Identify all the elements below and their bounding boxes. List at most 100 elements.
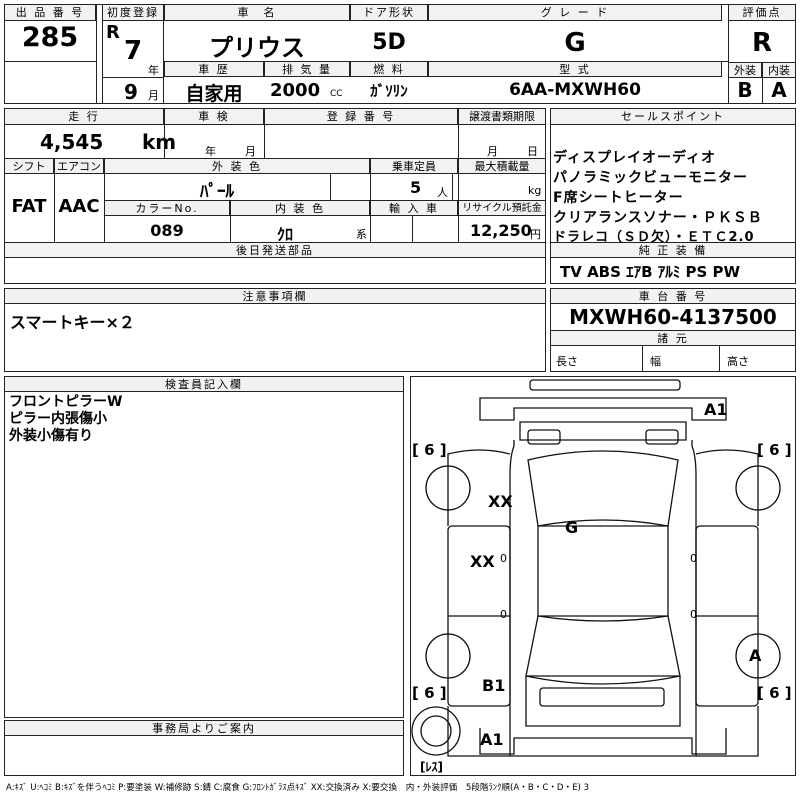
yen-unit: 円: [530, 228, 541, 241]
deadline-day-unit: 日: [527, 145, 538, 158]
mark-a1-top: A1: [704, 400, 728, 419]
notes-label: 注意事項欄: [4, 288, 546, 304]
fuel-label: 燃 料: [350, 61, 428, 77]
car-name: プリウス: [209, 34, 305, 62]
exterior-color: ﾊﾟｰﾙ: [200, 182, 234, 202]
deadline-month-unit: 月: [487, 145, 498, 158]
genuine-equipment-label: 純 正 装 備: [550, 242, 796, 258]
mark-zero: 0: [500, 552, 507, 565]
shift-label: シフト: [4, 158, 54, 174]
max-load-label: 最大積載量: [458, 158, 546, 174]
recycle-label: リサイクル預託金: [458, 200, 546, 216]
capacity: 5: [410, 178, 422, 197]
model-code-label: 型 式: [428, 61, 722, 77]
inspector-notes: フロントピラーW ピラー内張傷小 外装小傷有り: [9, 394, 122, 445]
kg-unit: kg: [528, 184, 542, 197]
sales-point: パノラミックビューモニター: [553, 170, 748, 186]
import-label: 輸 入 車: [370, 200, 458, 216]
inspection-label: 車 検: [164, 108, 264, 125]
mileage-label: 走 行: [4, 108, 164, 125]
car-diagram-box: [410, 376, 796, 776]
history-label: 車 歴: [164, 61, 264, 77]
inspector-note: ピラー内張傷小: [9, 411, 107, 427]
car-name-label: 車 名: [164, 4, 350, 21]
dimensions-label: 諸 元: [550, 330, 796, 346]
mark-a-wheel: A: [749, 646, 762, 665]
month-unit: 月: [148, 89, 159, 102]
chassis-no: MXWH60-4137500: [569, 305, 777, 329]
auction-no: 285: [21, 22, 79, 53]
mark-xx-2: XX: [470, 552, 495, 571]
reg-month: 9: [124, 80, 138, 104]
color-no: 089: [150, 221, 184, 240]
tire-fl: [ 6 ]: [412, 441, 447, 459]
mileage: 4,545: [40, 130, 104, 154]
score-label: 評価点: [728, 4, 796, 21]
sales-point: ドラレコ（ＳＤ欠）・ＥＴＣ2.0: [553, 230, 755, 245]
mark-zero: 0: [690, 552, 697, 565]
sales-point: クリアランスソナー・ＰＫＳＢ: [553, 210, 763, 226]
mark-a1-bottom: A1: [480, 730, 504, 749]
history: 自家用: [185, 83, 243, 105]
mark-zero: 0: [500, 608, 507, 621]
grade: G: [564, 28, 586, 58]
score: R: [751, 28, 773, 58]
legend: A:ｷｽﾞ U:ﾍｺﾐ B:ｷｽﾞを伴うﾍｺﾐ P:要塗装 W:補修跡 S:錆 …: [6, 783, 590, 793]
capacity-label: 乗車定員: [370, 158, 458, 174]
inspection-month-unit: 月: [245, 145, 256, 158]
aircon-label: エアコン: [54, 158, 104, 174]
era: R: [106, 22, 120, 43]
inspector-note: フロントピラーW: [9, 394, 123, 410]
chassis-no-label: 車 台 番 号: [550, 288, 796, 304]
aircon: AAC: [58, 196, 100, 217]
shift: FAT: [11, 196, 47, 217]
spare-tire-label: [ﾚｽ]: [420, 760, 443, 774]
mark-zero: 0: [690, 608, 697, 621]
door: 5D: [372, 30, 406, 55]
tire-rl: [ 6 ]: [412, 684, 447, 702]
km-unit: km: [142, 130, 177, 154]
width-label: 幅: [650, 355, 661, 368]
interior-color: ｸﾛ: [276, 225, 293, 244]
exterior-label: 外装: [728, 62, 762, 78]
first-reg-label: 初度登録: [102, 4, 164, 21]
mark-b1: B1: [482, 676, 506, 695]
exterior-color-label: 外 装 色: [104, 158, 370, 174]
year-unit: 年: [148, 64, 159, 77]
sales-point: ディスプレイオーディオ: [553, 150, 717, 166]
model-code: 6AA-MXWH60: [509, 80, 641, 100]
office-label: 事務局よりご案内: [4, 720, 404, 736]
tire-fr: [ 6 ]: [757, 441, 792, 459]
sales-points-list: ディスプレイオーディオ パノラミックビューモニター F席シートヒーター クリアラ…: [553, 148, 795, 248]
length-label: 長さ: [556, 355, 578, 368]
interior-label: 内装: [762, 62, 796, 78]
sales-point: F席シートヒーター: [553, 190, 684, 206]
tire-rr: [ 6 ]: [757, 684, 792, 702]
kei-unit: 系: [356, 228, 367, 241]
color-no-label: カラーNo.: [104, 200, 230, 216]
mark-g: G: [565, 518, 579, 537]
fuel: ｶﾞｿﾘﾝ: [370, 82, 408, 100]
inspection-year-unit: 年: [205, 145, 216, 158]
mark-xx-1: XX: [488, 492, 513, 511]
car-diagram: [411, 379, 781, 757]
inspector-label: 検査員記入欄: [4, 376, 404, 392]
cc-unit: CC: [330, 89, 343, 99]
grade-label: グ レ ー ド: [428, 4, 722, 21]
displacement-label: 排 気 量: [264, 61, 350, 77]
door-label: ドア形状: [350, 4, 428, 21]
transfer-deadline-label: 譲渡書類期限: [458, 108, 546, 125]
displacement: 2000: [270, 80, 321, 101]
later-parts-label: 後日発送部品: [4, 242, 546, 258]
auction-no-label: 出 品 番 号: [4, 4, 96, 21]
reg-no-label: 登 録 番 号: [264, 108, 458, 125]
reg-year: 7: [124, 36, 143, 66]
note-item: スマートキー×２: [10, 313, 135, 332]
equipment: TV ABS ｴｱB ｱﾙﾐ PS PW: [560, 263, 741, 281]
recycle-fee: 12,250: [470, 221, 532, 240]
inspector-note: 外装小傷有り: [9, 428, 93, 444]
height-label: 高さ: [727, 355, 749, 368]
exterior-grade: B: [737, 78, 753, 102]
sales-points-label: セールスポイント: [550, 108, 796, 125]
persons-unit: 人: [437, 186, 448, 199]
